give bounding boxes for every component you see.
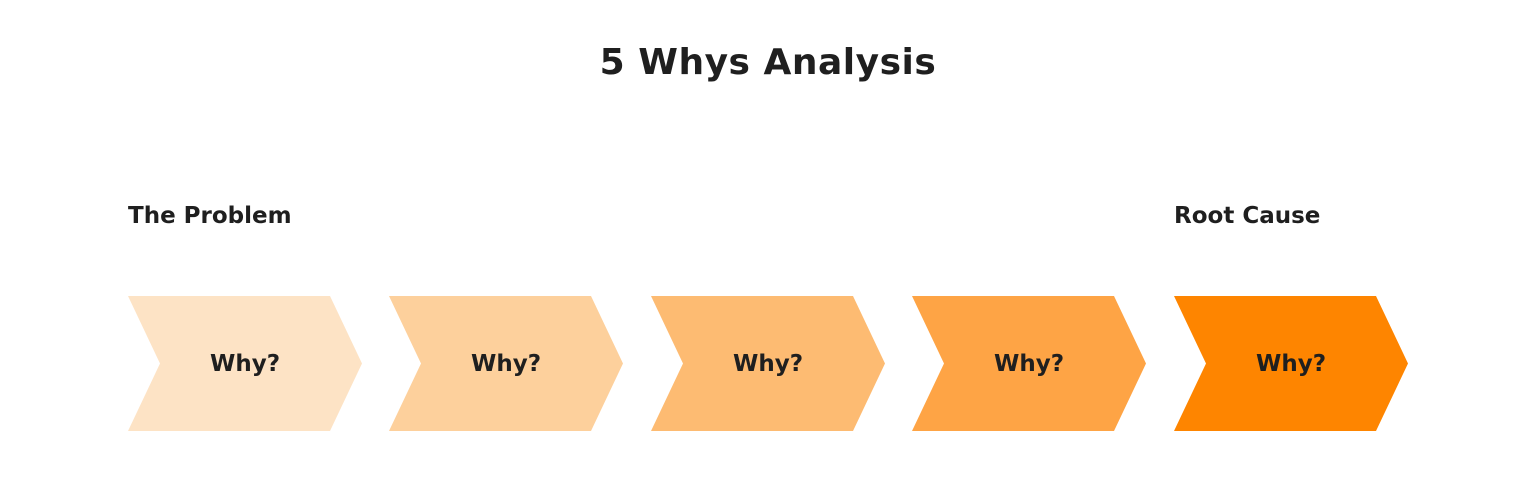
why-step-1: Why? [128, 296, 362, 431]
why-step-2-label: Why? [470, 350, 542, 377]
root-cause-label: Root Cause [1174, 203, 1321, 229]
why-step-1-label: Why? [209, 350, 281, 377]
why-step-5: Why? [1174, 296, 1408, 431]
why-step-4: Why? [912, 296, 1146, 431]
page-title: 5 Whys Analysis [599, 42, 937, 83]
why-step-3-label: Why? [732, 350, 804, 377]
problem-label: The Problem [128, 203, 292, 229]
why-step-5-label: Why? [1255, 350, 1327, 377]
why-step-3: Why? [651, 296, 885, 431]
why-step-4-label: Why? [993, 350, 1065, 377]
why-step-2: Why? [389, 296, 623, 431]
